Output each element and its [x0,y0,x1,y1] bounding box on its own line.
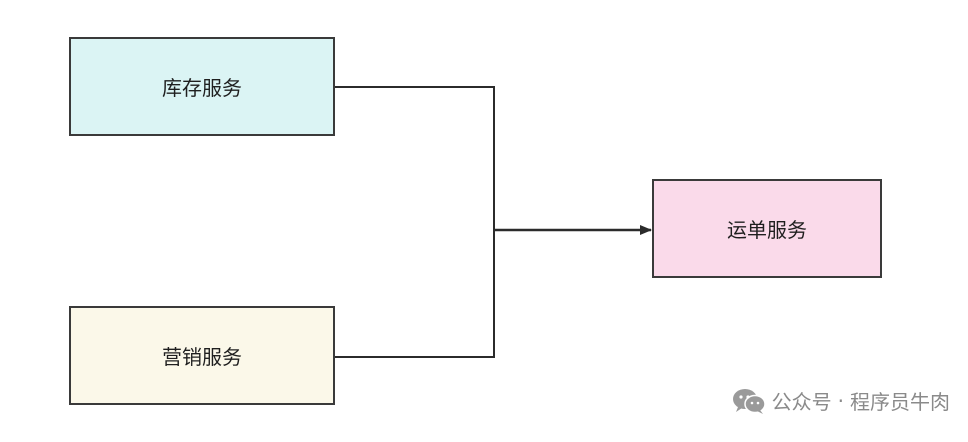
waybill-service-node[interactable]: 运单服务 [652,179,882,278]
inventory-service-node[interactable]: 库存服务 [69,37,335,136]
waybill-service-label: 运单服务 [727,218,807,242]
edge-inventory-to-junction [335,86,495,230]
marketing-service-node[interactable]: 营销服务 [69,306,335,405]
marketing-service-label: 营销服务 [162,345,242,369]
edge-marketing-to-junction [335,230,495,358]
inventory-service-label: 库存服务 [162,76,242,100]
watermark-account-name: 程序员牛肉 [850,390,950,414]
watermark-account-type: 公众号 [771,390,832,414]
watermark: 公众号 · 程序员牛肉 [732,386,950,415]
wechat-icon [732,388,766,414]
watermark-separator: · [837,388,844,413]
